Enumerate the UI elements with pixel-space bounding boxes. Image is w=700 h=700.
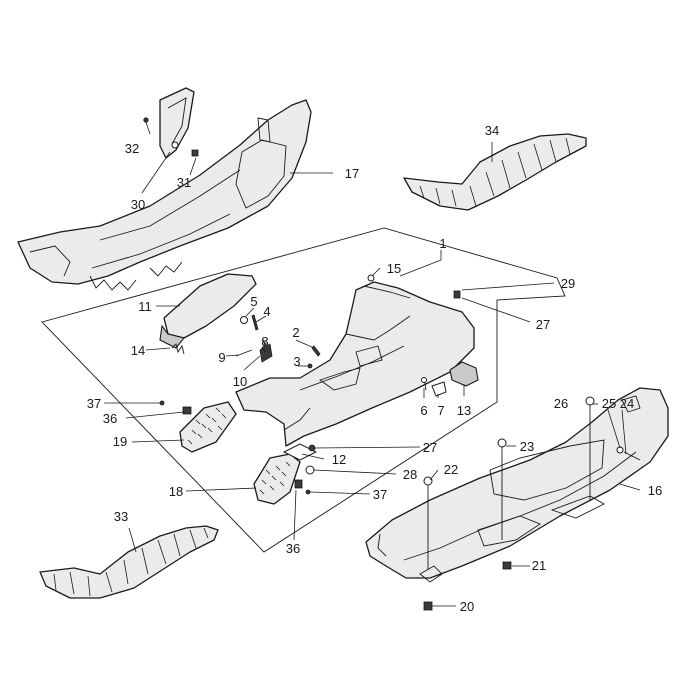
callout-20: 20 [460,599,474,614]
callout-labels: 1 2 3 4 5 6 7 8 9 10 11 12 13 14 15 16 1… [87,123,662,614]
part-floor-panel [235,281,475,447]
callout-7: 7 [437,403,444,418]
callout-27-a: 27 [536,317,550,332]
callout-36-a: 36 [103,411,117,426]
callout-30: 30 [131,197,145,212]
callout-4: 4 [263,304,270,319]
callout-31: 31 [177,175,191,190]
screw-32 [143,117,149,123]
clip-6-head [421,377,427,383]
callout-26: 26 [554,396,568,411]
callout-8: 8 [261,334,268,349]
bolt-22-head [423,476,433,486]
clip-20 [423,601,433,611]
bolt-23-head [497,438,507,448]
callout-2: 2 [292,325,299,340]
callout-24: 24 [620,396,634,411]
callout-5: 5 [250,294,257,309]
spring-14 [171,343,185,355]
callout-16: 16 [648,483,662,498]
callout-3: 3 [293,354,300,369]
callout-6: 6 [420,403,427,418]
callout-37-b: 37 [373,487,387,502]
part-front-trim-strip [39,525,219,599]
screw-4 [251,314,259,331]
clip-36-a [182,406,192,415]
callout-19: 19 [113,434,127,449]
callout-23: 23 [520,439,534,454]
screw-15 [367,274,375,282]
clip-29 [453,290,461,299]
callout-29: 29 [561,276,575,291]
callout-36-b: 36 [286,541,300,556]
callout-28: 28 [403,467,417,482]
fastener-group [143,117,641,611]
clip-30 [171,141,179,149]
part-lid [159,273,257,349]
assembly-frame [41,227,566,553]
washer-28 [305,465,315,475]
callout-15: 15 [387,261,401,276]
pin-9 [235,349,253,357]
screw-3 [307,363,313,369]
clip-21 [502,561,512,570]
part-bracket [449,361,479,387]
nut-5 [240,316,248,324]
part-deflector-plate [159,87,195,159]
callout-12: 12 [332,452,346,467]
bracket-12 [282,443,318,461]
callout-21: 21 [532,558,546,573]
clip-31 [191,149,199,157]
callout-37-a: 37 [87,396,101,411]
callout-25: 25 [602,396,616,411]
part-rear-trim-strip [403,133,587,211]
callout-1: 1 [439,236,446,251]
bolt-26-head [585,396,595,406]
callout-18: 18 [169,484,183,499]
clip-7 [431,381,447,397]
part-footrest-pad [179,401,237,453]
plate-inner-line [167,97,187,145]
part-underbody [365,387,669,583]
callout-11: 11 [138,299,152,314]
leader-lines [104,121,641,607]
callout-14: 14 [131,343,145,358]
screw-37-b [305,489,311,495]
callout-17: 17 [345,166,359,181]
screw-24 [623,451,641,461]
part-footrest-pad-2 [253,453,301,505]
callout-27-b: 27 [423,440,437,455]
clip-36-b [294,479,303,489]
callout-34: 34 [485,123,499,138]
part-front-cowl [17,99,312,291]
callout-10: 10 [233,374,247,389]
callout-22: 22 [444,462,458,477]
callout-33: 33 [114,509,128,524]
screw-37-a [159,400,165,406]
callout-9: 9 [218,350,225,365]
callout-32: 32 [125,141,139,156]
callout-13: 13 [457,403,471,418]
